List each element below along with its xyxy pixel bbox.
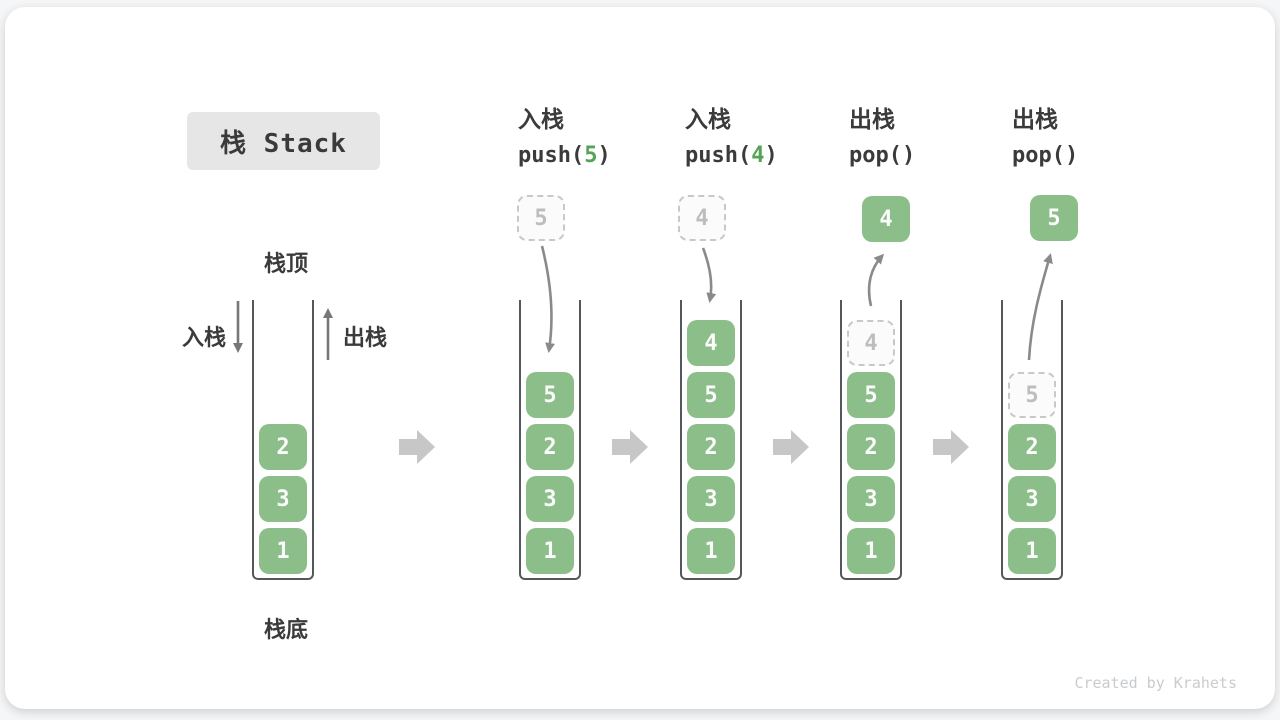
popped-box-4: 4 xyxy=(862,196,910,242)
code-pre: push( xyxy=(518,143,585,168)
stack-cell: 5 xyxy=(526,372,574,418)
op-code-label: pop() xyxy=(1012,142,1172,170)
title-label: 栈 Stack xyxy=(220,128,347,159)
stack-after-pop-2: 5 2 3 1 xyxy=(1001,300,1063,580)
stack-cell: 2 xyxy=(847,424,895,470)
stack-cell: 2 xyxy=(1008,424,1056,470)
code-arg: 4 xyxy=(751,143,765,168)
op-zh-label: 入栈 xyxy=(685,107,731,133)
stack-bottom-label: 栈底 xyxy=(263,618,308,643)
title-badge: 栈 Stack xyxy=(187,112,380,170)
op-code-label: push(5) xyxy=(518,142,678,170)
stack-after-push-5: 5 2 3 1 xyxy=(519,300,581,580)
op-zh-label: 入栈 xyxy=(518,107,564,133)
op-header-push-5: 入栈 push(5) xyxy=(518,106,678,170)
stack-cell: 1 xyxy=(1008,528,1056,574)
watermark-credit: Created by Krahets xyxy=(1074,674,1237,692)
code-pre: push( xyxy=(685,143,752,168)
stack-cell: 3 xyxy=(847,476,895,522)
transition-arrow-icon xyxy=(933,430,969,464)
op-header-push-4: 入栈 push(4) xyxy=(685,106,845,170)
stack-cell: 3 xyxy=(259,476,307,522)
stack-cell: 3 xyxy=(526,476,574,522)
code-pre: pop() xyxy=(1012,143,1079,168)
pending-push-box-4: 4 xyxy=(678,195,726,241)
stack-cell: 4 xyxy=(687,320,735,366)
push-legend-label: 入栈 xyxy=(181,326,226,351)
stack-cell: 1 xyxy=(526,528,574,574)
stack-cell: 3 xyxy=(1008,476,1056,522)
stack-cell: 2 xyxy=(526,424,574,470)
op-header-pop-2: 出栈 pop() xyxy=(1012,106,1172,170)
stack-after-pop-1: 4 5 2 3 1 xyxy=(840,300,902,580)
stack-cell: 5 xyxy=(687,372,735,418)
op-header-pop-1: 出栈 pop() xyxy=(849,106,1009,170)
op-zh-label: 出栈 xyxy=(1012,107,1058,133)
pending-push-box-5: 5 xyxy=(517,195,565,241)
code-arg: 5 xyxy=(584,143,598,168)
op-code-label: pop() xyxy=(849,142,1009,170)
op-zh-label: 出栈 xyxy=(849,107,895,133)
pop-legend-label: 出栈 xyxy=(343,326,388,351)
transition-arrow-icon xyxy=(399,430,435,464)
stack-cell: 2 xyxy=(687,424,735,470)
code-pre: pop() xyxy=(849,143,916,168)
transition-arrow-icon xyxy=(773,430,809,464)
stack-cell-ghost: 5 xyxy=(1008,372,1056,418)
stack-top-label: 栈顶 xyxy=(263,252,308,277)
code-post: ) xyxy=(597,143,611,168)
stack-cell-ghost: 4 xyxy=(847,320,895,366)
code-post: ) xyxy=(764,143,778,168)
stack-initial: 2 3 1 xyxy=(252,300,314,580)
op-code-label: push(4) xyxy=(685,142,845,170)
stack-cell: 1 xyxy=(687,528,735,574)
stack-cell: 1 xyxy=(847,528,895,574)
transition-arrow-icon xyxy=(612,430,648,464)
stack-cell: 1 xyxy=(259,528,307,574)
stack-cell: 2 xyxy=(259,424,307,470)
stack-cell: 5 xyxy=(847,372,895,418)
popped-box-5: 5 xyxy=(1030,195,1078,241)
stack-after-push-4: 4 5 2 3 1 xyxy=(680,300,742,580)
stack-cell: 3 xyxy=(687,476,735,522)
